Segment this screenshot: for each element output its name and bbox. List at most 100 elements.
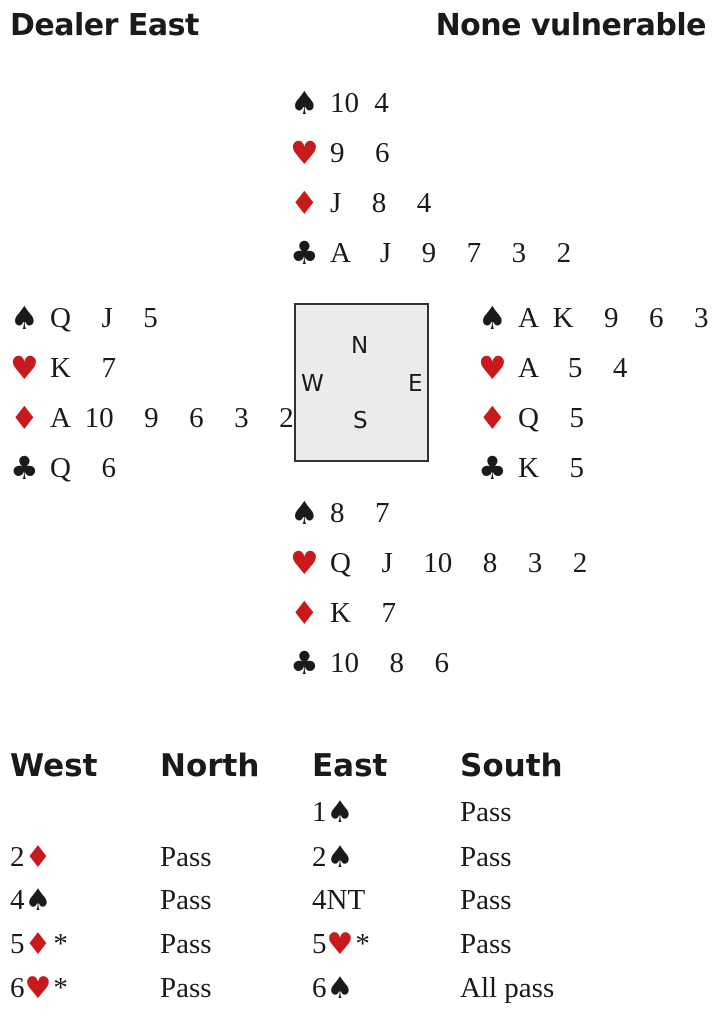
east-club-row: ♣ K 5 (478, 443, 724, 493)
spade-icon: ♠ (478, 299, 507, 337)
south-diamond-row: ♦ K 7 (290, 588, 587, 638)
heart-icon: ♥ (24, 970, 52, 1006)
spade-icon: ♠ (326, 839, 354, 875)
spade-icon: ♠ (290, 494, 319, 532)
heart-icon: ♥ (290, 134, 319, 172)
alert-mark: * (355, 927, 370, 960)
heart-icon: ♥ (326, 926, 354, 962)
bid-south: Pass (460, 878, 512, 922)
dealer-label: Dealer East (10, 8, 199, 43)
bid-text: 1 (312, 795, 327, 828)
heart-icon: ♥ (478, 349, 507, 387)
west-spade-cards: Q J 5 (50, 301, 158, 334)
bid-text: 4NT (312, 883, 366, 916)
west-club-cards: Q 6 (50, 451, 116, 484)
north-diamond-row: ♦ J 8 4 (290, 178, 571, 228)
bid-north: Pass (160, 835, 212, 879)
bid-south: Pass (460, 922, 512, 966)
east-heart-row: ♥ A 5 4 (478, 343, 724, 393)
bid-text: Pass (460, 840, 512, 873)
west-diamond-row: ♦A 10 9 6 3 2 (10, 393, 294, 443)
south-diamond-cards: K 7 (330, 596, 396, 629)
bid-north: Pass (160, 878, 212, 922)
south-club-cards: 10 8 6 (330, 646, 449, 679)
bid-text: 5 (312, 927, 327, 960)
south-heart-row: ♥ Q J 10 8 3 2 (290, 538, 587, 588)
spade-icon: ♠ (10, 299, 39, 337)
club-icon: ♣ (10, 449, 39, 487)
north-club-cards: A J 9 7 3 2 (330, 236, 572, 269)
bid-text: Pass (460, 927, 512, 960)
bid-text: 5 (10, 927, 25, 960)
bid-east: 4NT (312, 878, 365, 922)
west-hand: ♠ Q J 5 ♥ K 7 ♦A 10 9 6 3 2 ♣ Q 6 (10, 293, 294, 493)
east-diamond-row: ♦ Q 5 (478, 393, 724, 443)
bid-west: 5♦* (10, 922, 68, 966)
bid-south: All pass (460, 966, 554, 1010)
north-diamond-cards: J 8 4 (330, 186, 432, 219)
diamond-icon: ♦ (290, 594, 319, 632)
east-hand: ♠ A K 9 6 3 2 ♥ A 5 4 ♦ Q 5 ♣ K 5 (478, 293, 724, 493)
bid-east: 5♥* (312, 922, 370, 966)
spade-icon: ♠ (326, 970, 354, 1006)
auction-header-east: East (312, 748, 388, 784)
spade-icon: ♠ (326, 794, 354, 830)
west-heart-row: ♥ K 7 (10, 343, 294, 393)
bid-text: 6 (10, 971, 25, 1004)
heart-icon: ♥ (290, 544, 319, 582)
north-heart-cards: 9 6 (330, 136, 390, 169)
east-club-cards: K 5 (518, 451, 584, 484)
bid-text: Pass (460, 795, 512, 828)
bid-text: 2 (312, 840, 327, 873)
south-heart-cards: Q J 10 8 3 2 (330, 546, 588, 579)
west-spade-row: ♠ Q J 5 (10, 293, 294, 343)
bid-text: Pass (160, 883, 212, 916)
compass-east: E (408, 371, 423, 397)
bid-text: 2 (10, 840, 25, 873)
bid-east: 2♠ (312, 835, 353, 879)
east-spade-cards: A K 9 6 3 2 (518, 301, 709, 334)
bid-north: Pass (160, 922, 212, 966)
bid-west: 2♦ (10, 835, 51, 879)
bid-west: 4♠ (10, 878, 51, 922)
north-hand: ♠ 10 4 ♥ 9 6 ♦ J 8 4 ♣ A J 9 7 3 2 (290, 78, 571, 278)
south-spade-cards: 8 7 (330, 496, 390, 529)
west-heart-cards: K 7 (50, 351, 116, 384)
east-heart-cards: A 5 4 (518, 351, 628, 384)
diamond-icon: ♦ (478, 399, 507, 437)
east-diamond-cards: Q 5 (518, 401, 584, 434)
compass-south: S (353, 408, 368, 434)
diamond-icon: ♦ (290, 184, 319, 222)
bid-west: 6♥* (10, 966, 68, 1010)
auction-header-west: West (10, 748, 98, 784)
bid-east: 1♠ (312, 790, 353, 834)
bid-text: Pass (460, 883, 512, 916)
diamond-icon: ♦ (10, 399, 39, 437)
auction-header-north: North (160, 748, 260, 784)
spade-icon: ♠ (290, 84, 319, 122)
vulnerability-label: None vulnerable (435, 8, 707, 43)
compass-west: W (301, 371, 324, 397)
alert-mark: * (53, 927, 68, 960)
auction-header-south: South (460, 748, 563, 784)
club-icon: ♣ (290, 234, 319, 272)
north-heart-row: ♥ 9 6 (290, 128, 571, 178)
north-spade-row: ♠ 10 4 (290, 78, 571, 128)
club-icon: ♣ (478, 449, 507, 487)
spade-icon: ♠ (24, 882, 52, 918)
bid-south: Pass (460, 835, 512, 879)
north-club-row: ♣ A J 9 7 3 2 (290, 228, 571, 278)
south-club-row: ♣ 10 8 6 (290, 638, 587, 688)
bid-text: Pass (160, 927, 212, 960)
bid-text: Pass (160, 971, 212, 1004)
bid-text: All pass (460, 971, 555, 1004)
bid-south: Pass (460, 790, 512, 834)
alert-mark: * (53, 971, 68, 1004)
club-icon: ♣ (290, 644, 319, 682)
north-spade-cards: 10 4 (330, 86, 389, 119)
bid-east: 6♠ (312, 966, 353, 1010)
south-spade-row: ♠ 8 7 (290, 488, 587, 538)
south-hand: ♠ 8 7 ♥ Q J 10 8 3 2 ♦ K 7 ♣ 10 8 6 (290, 488, 587, 688)
diamond-icon: ♦ (24, 839, 52, 875)
heart-icon: ♥ (10, 349, 39, 387)
